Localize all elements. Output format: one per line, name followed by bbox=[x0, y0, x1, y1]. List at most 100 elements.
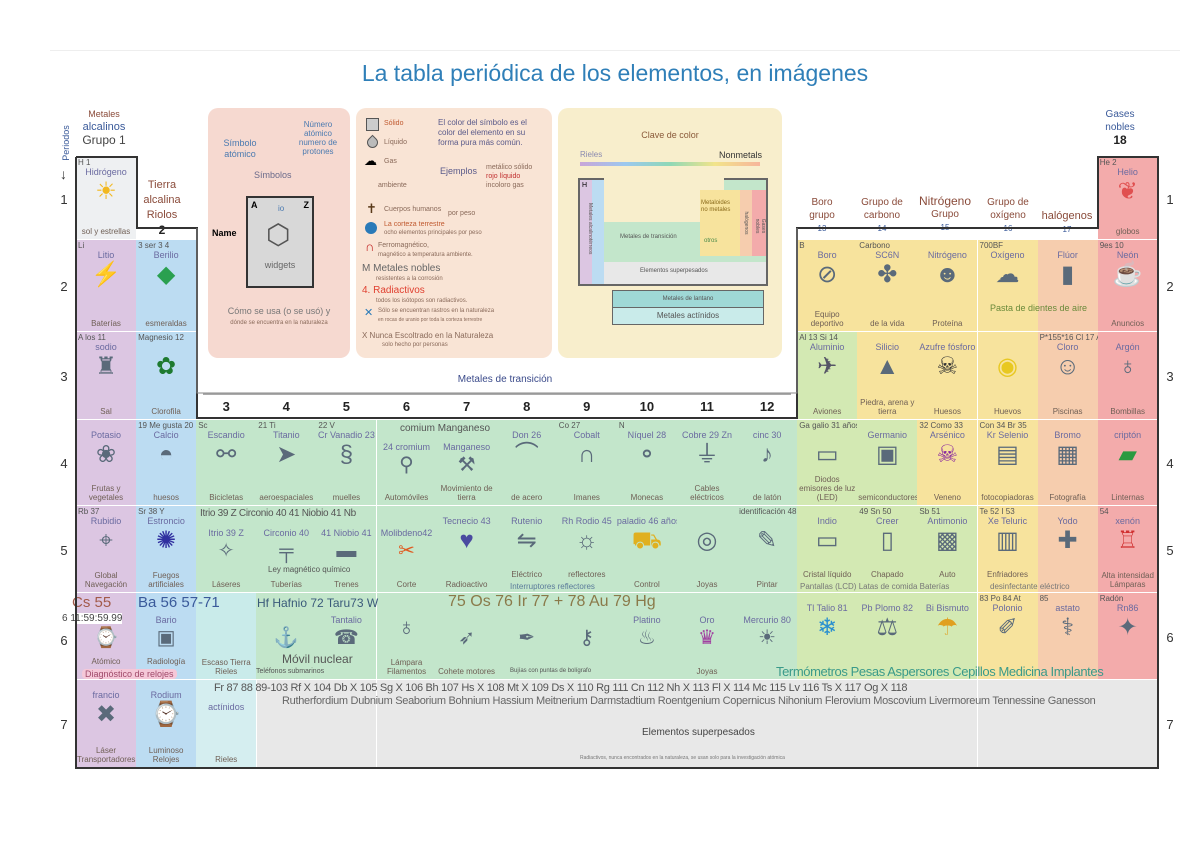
element-cell[interactable]: Argón♁Bombillas bbox=[1097, 332, 1159, 420]
element-cell[interactable]: Magnesio 12✿Clorofila bbox=[136, 332, 198, 420]
legend-states-panel: Sólido Líquido ☁ Gas ambiente El color d… bbox=[356, 108, 552, 358]
element-name: Antimonio bbox=[927, 516, 968, 526]
element-top-label: P*155*16 Cl 17 Ag 18 bbox=[1039, 333, 1098, 342]
element-use-caption: globos bbox=[1115, 227, 1140, 236]
element-name: Rutenio bbox=[511, 516, 543, 526]
element-cell[interactable]: Oro♛Joyas bbox=[677, 593, 738, 680]
g15-number: 15 bbox=[940, 223, 950, 232]
bulldozer-icon: ⚒ bbox=[457, 454, 476, 476]
element-cell[interactable]: Ga galio 31 años▭Diodos emisores de luz … bbox=[797, 420, 859, 506]
element-name: Creer bbox=[876, 516, 899, 526]
element-cell[interactable]: Bromo▦Fotografía bbox=[1037, 420, 1099, 506]
element-cell[interactable]: ◎Joyas bbox=[677, 506, 738, 593]
element-top-label: H 1 bbox=[78, 158, 91, 167]
element-cell[interactable]: Rh Rodio 45☼reflectores bbox=[556, 506, 618, 593]
solid-icon bbox=[366, 118, 379, 131]
element-cell[interactable]: Don 26⌒de acero bbox=[496, 420, 558, 506]
element-use-caption: Proteína bbox=[932, 319, 963, 328]
element-cell[interactable]: Rodium⌚Luminoso Relojes bbox=[136, 680, 198, 768]
g13-line: Boro bbox=[811, 197, 833, 208]
element-cell[interactable]: Cobre 29 Zn⏚Cables eléctricos bbox=[677, 420, 738, 506]
superheavy-label: Elementos superpesados bbox=[642, 727, 755, 738]
g18-number: 18 bbox=[1113, 133, 1127, 147]
liquid-icon bbox=[364, 134, 381, 151]
can-icon: ▯ bbox=[880, 527, 894, 554]
color-key-title: Clave de color bbox=[641, 130, 699, 140]
coins-icon: ⚬ bbox=[636, 441, 657, 468]
spark-plug-icon: ⚷ bbox=[579, 627, 595, 649]
g16-line: oxígeno bbox=[990, 210, 1026, 221]
element-cell[interactable]: ◉Huevos bbox=[977, 332, 1039, 420]
flashlight-icon: ▰ bbox=[1118, 441, 1137, 468]
mini-alkaline bbox=[592, 180, 604, 284]
element-cell[interactable]: ♁Lámpara Filamentos bbox=[376, 593, 438, 680]
salt-shaker-icon: ♜ bbox=[95, 353, 117, 380]
element-cell[interactable]: Germanio▣semiconductores bbox=[857, 420, 919, 506]
element-cell[interactable]: francio✖Láser Transportadores bbox=[76, 680, 137, 768]
element-cell[interactable]: identificación 48 en✎Pintar bbox=[737, 506, 799, 593]
group-number-10: 10 bbox=[639, 399, 655, 414]
g14-line: Grupo de bbox=[861, 197, 903, 208]
color-key-left-label: Rieles bbox=[580, 150, 603, 159]
element-cell[interactable]: Yodo✚ bbox=[1037, 506, 1099, 593]
superheavy-cell bbox=[1037, 680, 1099, 768]
element-cell[interactable]: Flúor▮ bbox=[1037, 240, 1099, 332]
pen-icon: ✒ bbox=[518, 627, 536, 649]
element-use-caption: Anuncios bbox=[1111, 319, 1145, 328]
element-name: sodio bbox=[95, 342, 117, 352]
g1-line: Metales bbox=[88, 109, 120, 119]
element-name: Circonio 40 bbox=[263, 528, 310, 538]
element-cell[interactable]: Potasio❀Frutas y vegetales bbox=[76, 420, 137, 506]
superheavy-symbols: Fr 87 88 89-103 Rf X 104 Db X 105 Sg X 1… bbox=[214, 682, 908, 694]
element-cell[interactable]: cinc 30♪de latón bbox=[737, 420, 799, 506]
element-cell[interactable]: P*155*16 Cl 17 Ag 18Cloro☺Piscinas bbox=[1037, 332, 1099, 420]
g2-line: alcalina bbox=[143, 194, 181, 206]
period-label-2: 2 bbox=[1166, 279, 1174, 294]
element-cell[interactable]: paladio 46 años⛟Control bbox=[616, 506, 678, 593]
element-use-caption: Huesos bbox=[933, 407, 961, 416]
element-cell[interactable]: Nitrógeno☻Proteína bbox=[917, 240, 979, 332]
element-name: Cobalt bbox=[573, 430, 600, 440]
element-cell[interactable]: Molibdeno42✂Corte bbox=[376, 506, 438, 593]
element-name: Tecnecio 43 bbox=[442, 516, 491, 526]
element-cell[interactable]: Tecnecio 43♥Radioactivo bbox=[436, 506, 498, 593]
legend-atomic-symbol: Símbolo atómico bbox=[223, 138, 257, 159]
element-cell[interactable]: Silicio▲Piedra, arena y tierra bbox=[857, 332, 919, 420]
element-cell[interactable]: Indio▭Cristal líquido bbox=[797, 506, 859, 593]
element-name: Manganeso bbox=[443, 442, 491, 452]
tennis-racket-icon: ⊘ bbox=[817, 261, 838, 288]
sample-z: Z bbox=[303, 200, 310, 210]
mini-alkali-label: Metales alcalinotérreos bbox=[587, 203, 593, 255]
element-cell[interactable]: Azufre fósforo☠Huesos bbox=[917, 332, 979, 420]
element-use-caption: Fotografía bbox=[1049, 493, 1086, 502]
legend-ambient: ambiente bbox=[378, 182, 407, 189]
element-cell[interactable]: criptón▰Linternas bbox=[1097, 420, 1159, 506]
element-cell[interactable]: Rutenio⇋Eléctrico bbox=[496, 506, 558, 593]
